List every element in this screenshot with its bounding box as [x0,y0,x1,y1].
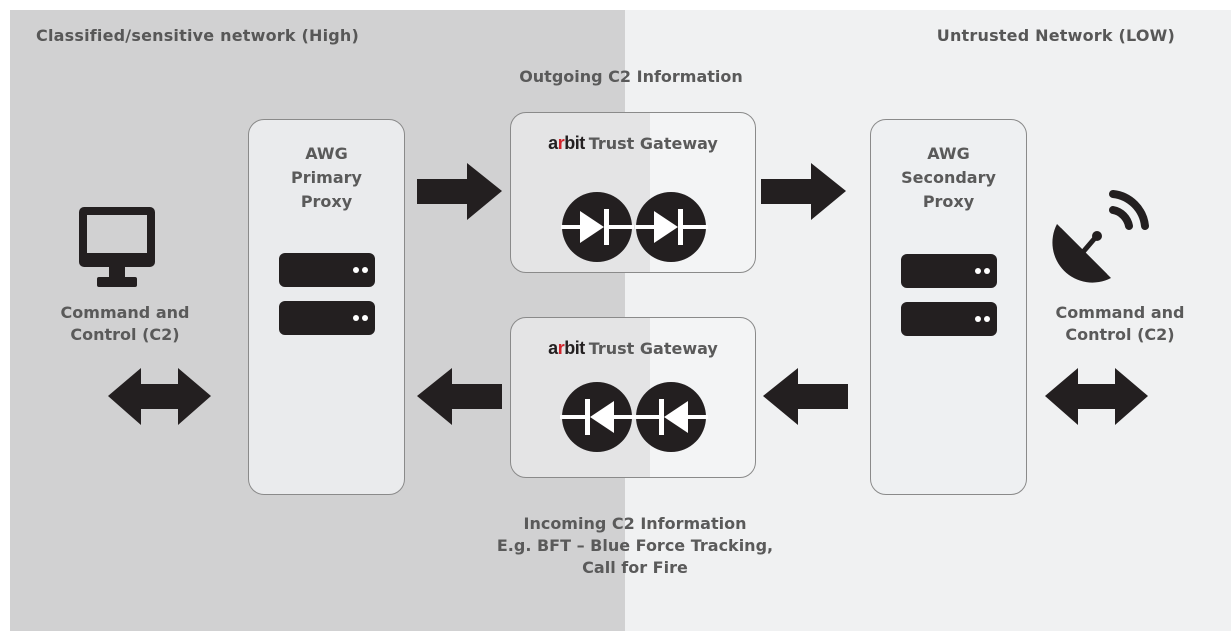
outgoing-flow-label: Outgoing C2 Information [519,67,743,86]
server-icon [901,302,997,336]
secondary-proxy-title: AWG Secondary Proxy [901,144,996,211]
server-icon [279,301,375,335]
monitor-icon [79,207,155,287]
incoming-flow-label: Incoming C2 Information E.g. BFT – Blue … [496,514,774,577]
arrow-left-icon [763,368,848,425]
low-zone-title: Untrusted Network (LOW) [936,26,1175,45]
data-diode-forward-icon [561,192,708,262]
primary-proxy-box: AWG Primary Proxy [248,119,405,495]
server-icon [901,254,997,288]
arbit-logo: arbit [548,133,585,153]
primary-proxy-title: AWG Primary Proxy [291,144,362,211]
c2-right-label: Command and Control (C2) [1055,303,1185,344]
server-icon [279,253,375,287]
bidirectional-arrow-icon [1045,368,1148,425]
data-diode-reverse-icon [560,382,708,452]
arrow-right-icon [417,163,502,220]
bidirectional-arrow-icon [108,368,211,425]
secondary-proxy-box: AWG Secondary Proxy [870,119,1027,495]
arrow-left-icon [417,368,502,425]
arbit-logo: arbit [548,338,585,358]
satellite-dish-icon [1052,190,1149,283]
high-zone-title: Classified/sensitive network (High) [36,26,360,45]
arrow-right-icon [761,163,846,220]
c2-left-label: Command and Control (C2) [60,303,190,344]
